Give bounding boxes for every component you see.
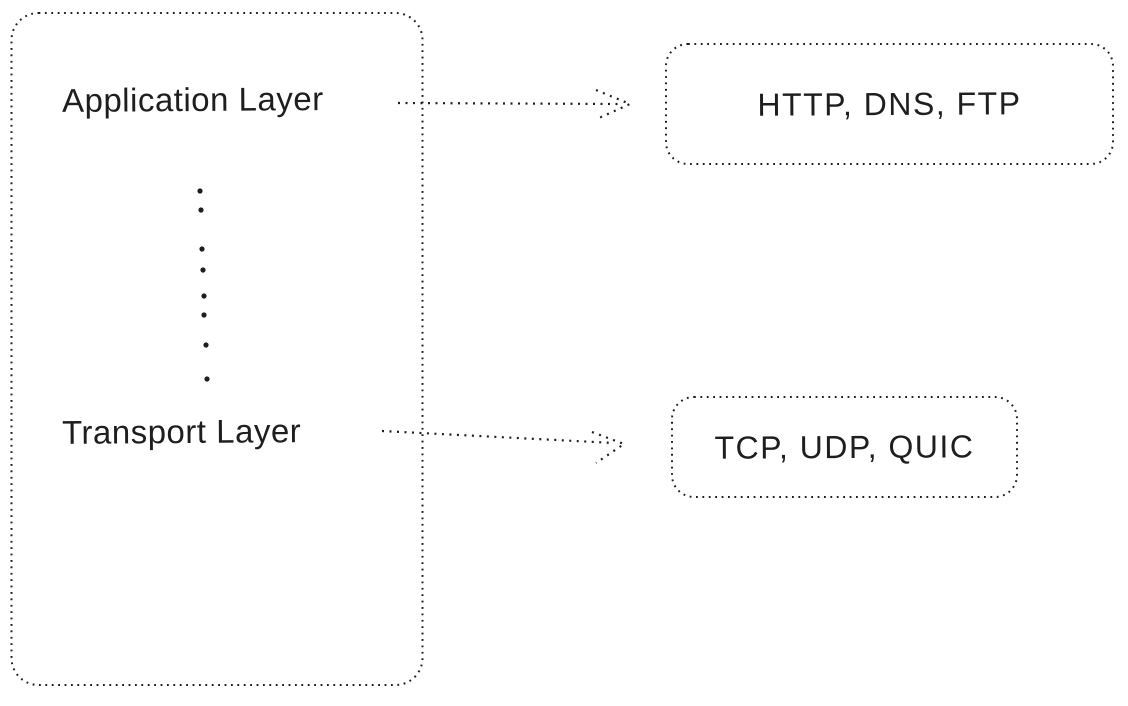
transport-arrow-shaft — [381, 429, 615, 445]
layers-box-border — [10, 12, 424, 686]
layers-ellipsis-dots — [197, 188, 210, 382]
transport-arrowhead-icon — [591, 430, 627, 464]
application-protocols-label: HTTP, DNS, FTP — [757, 84, 1022, 123]
application-layer-label: Application Layer — [61, 80, 324, 119]
transport-protocols-box-border — [671, 396, 1018, 498]
transport-layer-label: Transport Layer — [61, 412, 302, 451]
transport-arrow — [381, 429, 627, 464]
application-protocols-box-border — [665, 43, 1114, 165]
transport-protocols-label: TCP, UDP, QUIC — [714, 427, 975, 466]
application-arrow — [397, 88, 633, 120]
application-arrow-shaft — [397, 101, 621, 106]
